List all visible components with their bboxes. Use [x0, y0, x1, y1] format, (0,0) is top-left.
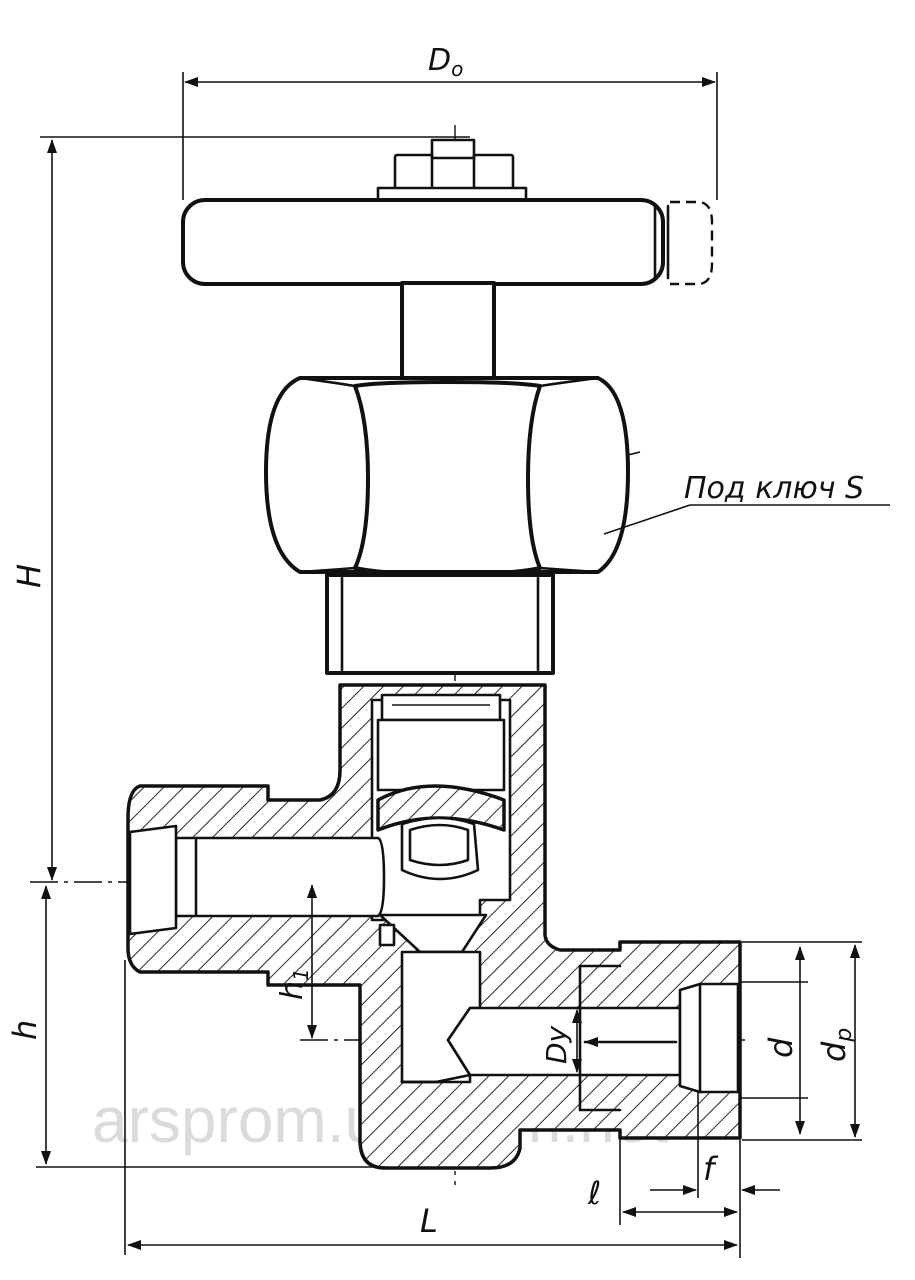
dimensions [36, 72, 890, 1258]
handwheel [181, 138, 714, 380]
label-wrench-s: Под ключ S [684, 471, 864, 506]
label-dp: dp [815, 1028, 857, 1062]
label-h1: h1 [275, 968, 313, 1000]
label-d: d [762, 1037, 800, 1058]
label-dy: Dy [540, 1025, 573, 1064]
label-L: L [420, 1202, 438, 1240]
hex-nut [264, 376, 641, 675]
label-f: f [703, 1150, 719, 1188]
labels: Do Под ключ S H h h1 Dy d dp L ℓ f [6, 43, 864, 1240]
label-H: H [10, 564, 48, 588]
valve-body-section [126, 683, 742, 1170]
label-l: ℓ [587, 1174, 601, 1212]
label-d0: Do [428, 43, 463, 81]
label-h: h [6, 1020, 44, 1040]
